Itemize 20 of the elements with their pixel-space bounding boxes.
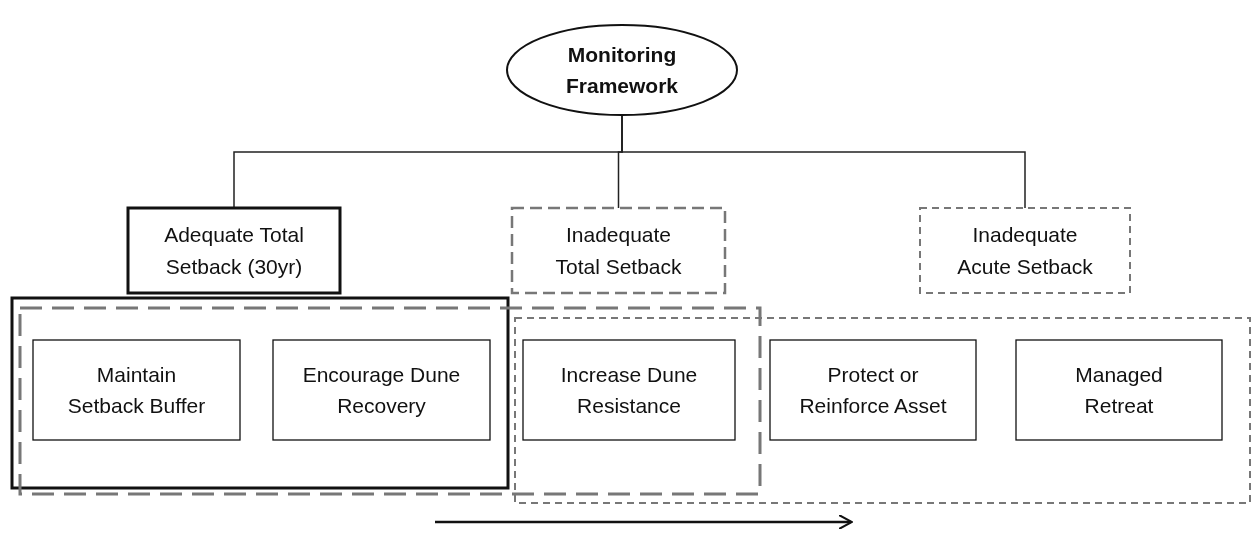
- group-box: [20, 308, 760, 494]
- node-label: Inadequate Acute Setback: [956, 222, 1094, 280]
- group-box: [12, 298, 508, 488]
- process-box: [128, 208, 340, 293]
- process-box: [512, 208, 725, 293]
- group-box: [515, 318, 1250, 503]
- node-label: Managed Retreat: [1074, 361, 1164, 419]
- node-label: Increase Dune Resistance: [559, 361, 699, 419]
- node-label: Monitoring Framework: [564, 41, 679, 99]
- connector-line: [621, 114, 1026, 209]
- process-box: [770, 340, 976, 440]
- node-label: Maintain Setback Buffer: [66, 361, 207, 419]
- process-box: [523, 340, 735, 440]
- process-box: [1016, 340, 1222, 440]
- process-box: [920, 208, 1130, 293]
- node-label: Inadequate Total Setback: [554, 222, 683, 280]
- ellipse-node: [507, 25, 737, 115]
- node-label: Protect or Reinforce Asset: [798, 361, 948, 419]
- node-label: Encourage Dune Recovery: [301, 361, 462, 419]
- node-label: Adequate Total Setback (30yr): [163, 222, 305, 280]
